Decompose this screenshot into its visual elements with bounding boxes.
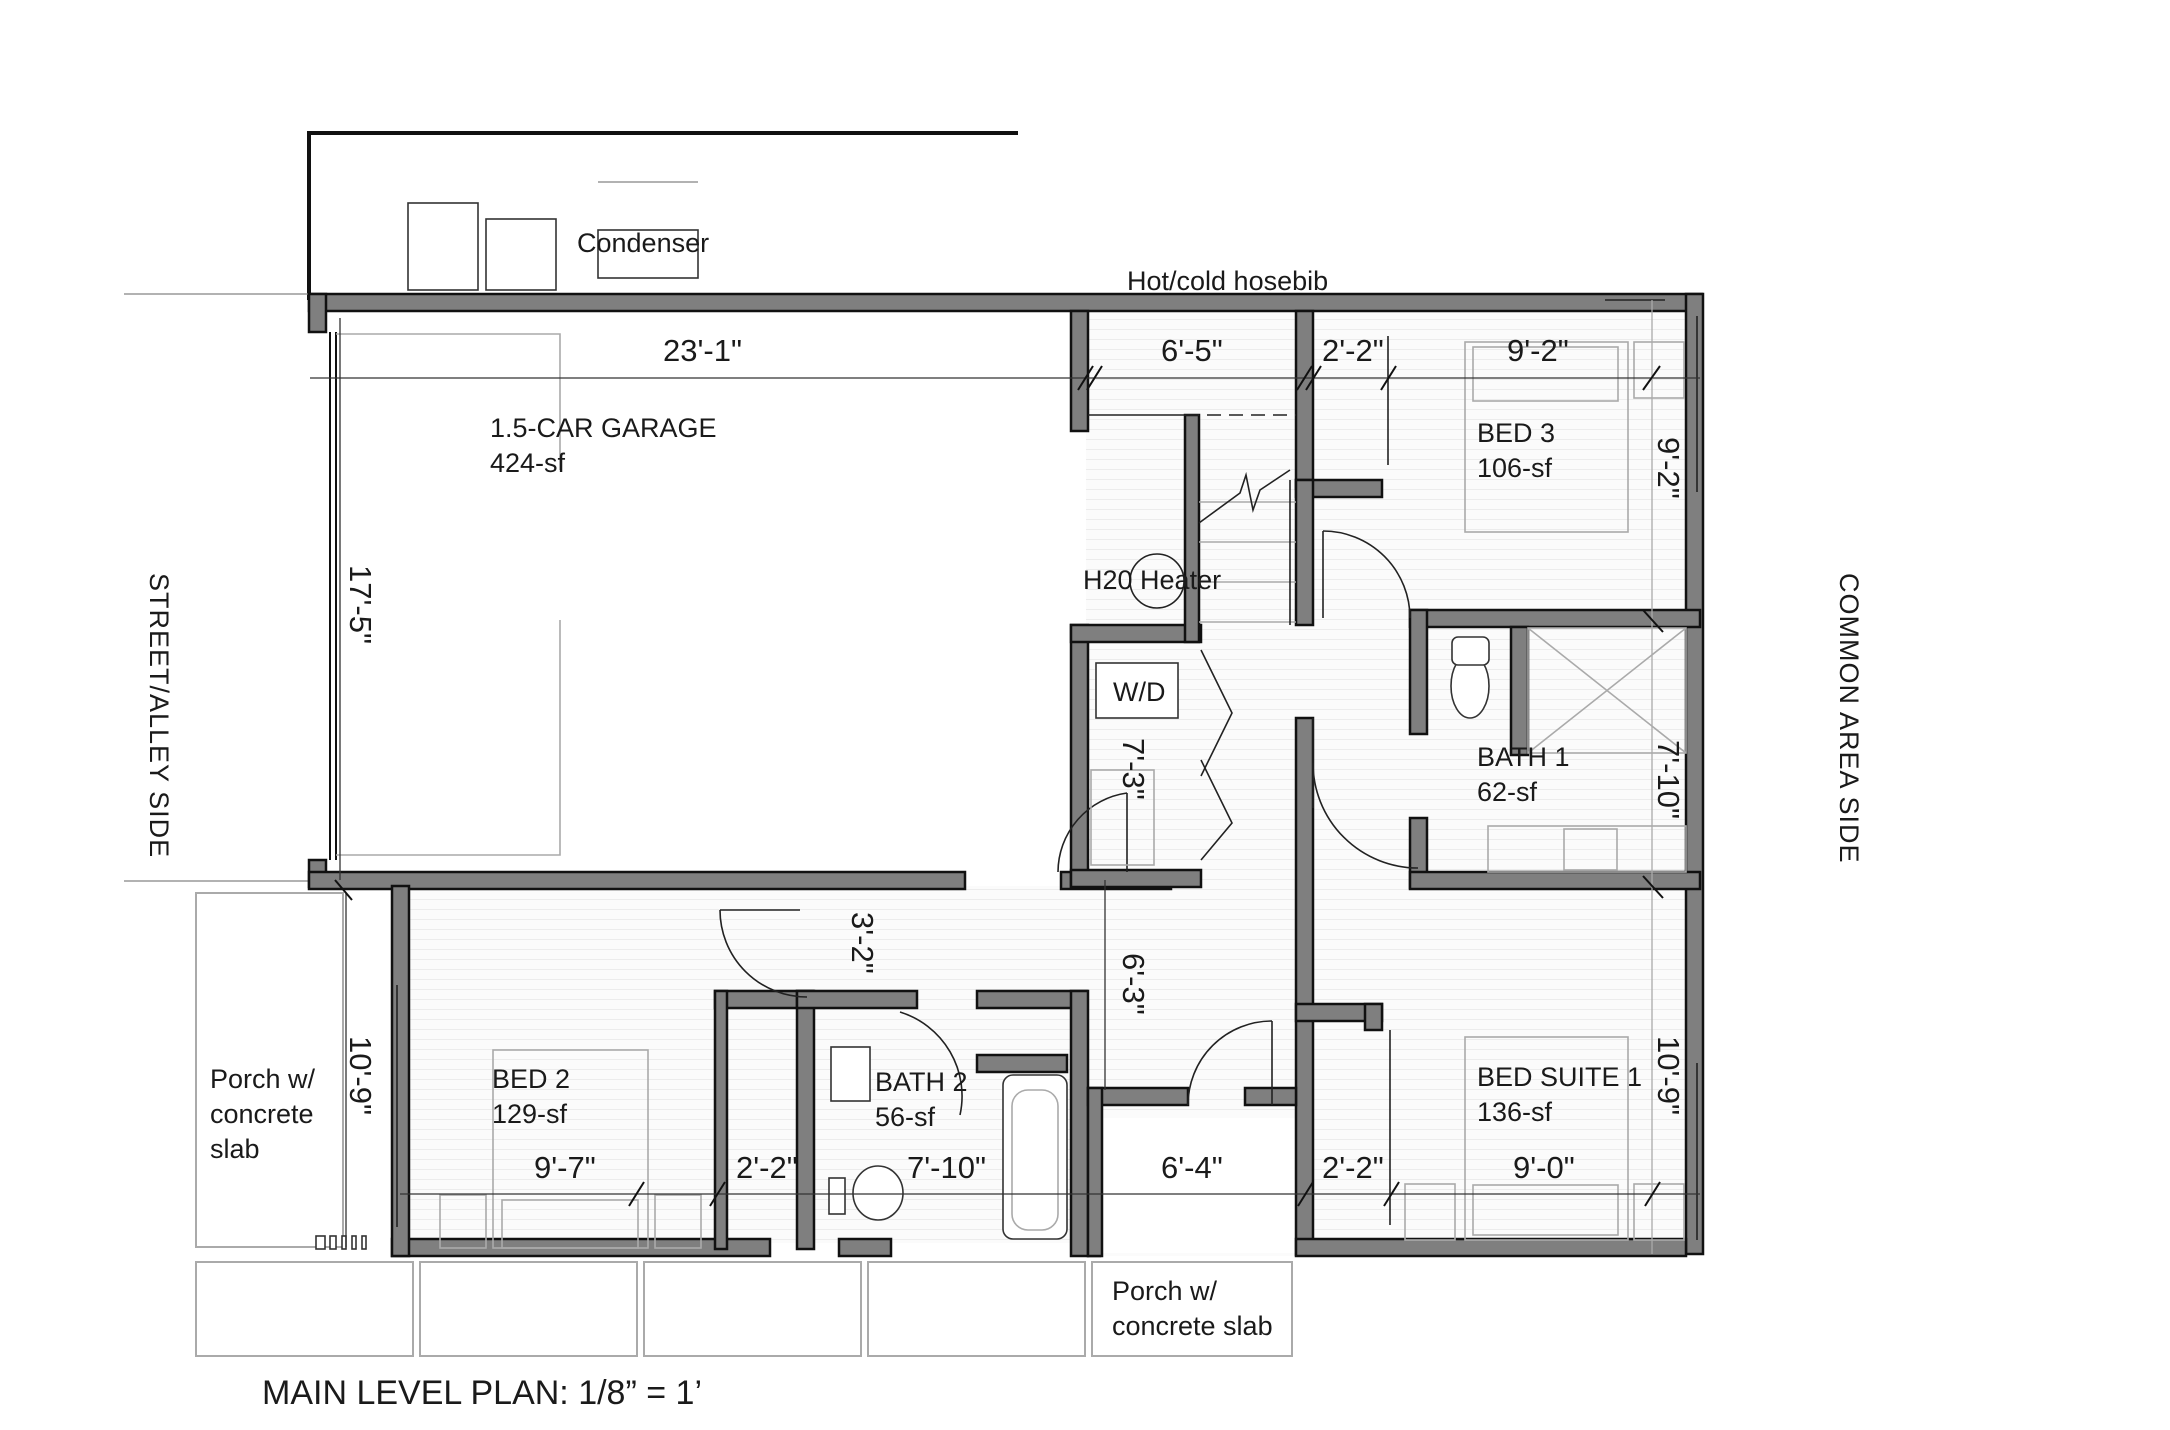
porch-bottom-line1: Porch w/ [1112,1276,1218,1306]
labels: Condenser Hot/cold hosebib H20 Heater W/… [144,228,1864,1412]
wall-bath2-east [1069,989,1090,1258]
water-heater [1129,553,1185,609]
bed2-area: 129-sf [492,1099,568,1129]
bath2-name: BATH 2 [875,1067,968,1097]
water-heater-label: H20 Heater [1083,565,1221,595]
dim-bed2-depth: 10'-9" [343,1036,378,1115]
bath2-area: 56-sf [875,1102,936,1132]
wall-north [307,292,1704,313]
dim-laundry: 7'-3" [1116,738,1151,800]
bed-suite-1-furniture [1464,1036,1629,1241]
bath1-area: 62-sf [1477,777,1538,807]
washer-dryer [1095,662,1179,719]
wall-closet-bed3 [1294,309,1315,491]
fence-line [307,131,1018,300]
sidewalk-slab-4 [867,1261,1086,1357]
sink-bath2 [830,1046,871,1102]
porch-slab-left [195,892,344,1248]
site-elements [124,131,1293,1357]
wall-bed2-west [390,884,411,1258]
bed-suite1-area: 136-sf [1477,1097,1553,1127]
vanity-bath1 [1487,825,1687,873]
porch-left-line1: Porch w/ [210,1064,316,1094]
stair [1088,414,1296,625]
condenser-unit-2 [485,218,557,291]
bed2-name: BED 2 [492,1064,570,1094]
porch-slab-bottom [1091,1261,1293,1357]
dim-hall-bed2: 3'-2" [845,912,880,974]
condenser-pad [597,229,699,279]
dim-garage-depth: 17'-5" [343,565,378,644]
wall-stair-east [1183,413,1201,644]
garage-floor [326,310,1071,872]
bed-3-furniture [1464,341,1629,533]
dim-suite-depth: 10'-9" [1651,1036,1686,1115]
wall-garage-south [307,870,967,891]
wall-south-east [1294,1237,1688,1258]
floor-areas [326,310,1688,1256]
sidewalk-slab-1 [195,1261,414,1357]
hosebib-label: Hot/cold hosebib [1127,266,1328,296]
bed3-area: 106-sf [1477,453,1553,483]
porch-left-line3: slab [210,1134,260,1164]
street-side-label: STREET/ALLEY SIDE [144,573,174,858]
porch-bottom-line2: concrete slab [1112,1311,1273,1341]
dim-hall: 6'-3" [1116,953,1151,1015]
dim-garage-width: 23'-1" [663,333,742,368]
fixtures [329,299,1698,1249]
wall-east [1684,292,1705,1256]
dim-stair-width: 6'-5" [1161,333,1223,368]
shower-bath1 [1527,627,1687,754]
sidewalk-slab-3 [643,1261,862,1357]
dim-suite-width: 9'-0" [1513,1150,1575,1185]
dim-bed3-depth: 9'-2" [1651,437,1686,499]
wall-bath1-south [1408,870,1702,891]
dim-entry-width: 6'-4" [1161,1150,1223,1185]
dim-closet-suite: 2'-2" [1322,1150,1384,1185]
washer-dryer-label: W/D [1113,677,1165,707]
bed-suite1-name: BED SUITE 1 [1477,1062,1642,1092]
bathtub [1002,1074,1068,1240]
wall-corridor-east [1294,716,1315,1257]
door-garage-swing [1057,792,1128,873]
sidewalk-slab-2 [419,1261,638,1357]
garage-name: 1.5-CAR GARAGE [490,413,717,443]
bath1-name: BATH 1 [1477,742,1570,772]
south-floor [408,886,1088,1243]
entry-floor [1100,1118,1295,1253]
drawing-title: MAIN LEVEL PLAN: 1/8” = 1’ [262,1374,702,1412]
bed3-name: BED 3 [1477,418,1555,448]
dim-closet-bed2: 2'-2" [736,1150,798,1185]
wall-laundry-west [1069,623,1090,889]
dim-bath2-width: 7'-10" [907,1150,986,1185]
walls [307,292,1705,1258]
living-floor [1086,310,1688,1256]
dimension-lines [310,300,1700,1254]
condenser-unit-1 [407,202,479,291]
dim-bed2-width: 9'-7" [534,1150,596,1185]
porch-left-line2: concrete [210,1099,314,1129]
dim-bath1-depth: 7'-10" [1651,740,1686,819]
dim-closet-top: 2'-2" [1322,333,1384,368]
meter-boxes [315,1235,367,1250]
condenser-label: Condenser [577,228,709,258]
garage-area: 424-sf [490,448,566,478]
dim-bed3-width: 9'-2" [1507,333,1569,368]
common-side-label: COMMON AREA SIDE [1834,573,1864,864]
toilet-bath2 [852,1165,904,1221]
